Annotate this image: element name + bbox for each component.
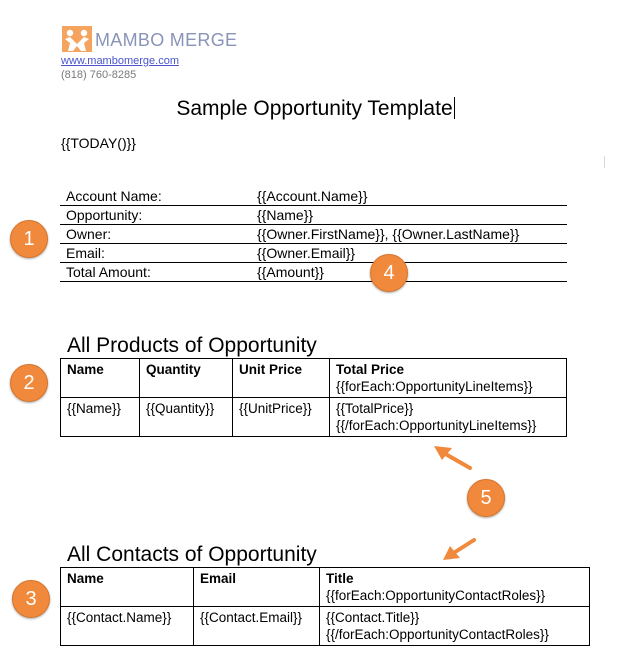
date-field: {{TODAY()}} <box>61 135 136 151</box>
table-cell: {{Contact.Title}} {{/forEach:OpportunityC… <box>319 606 590 646</box>
document-title-text: Sample Opportunity Template <box>176 97 453 120</box>
callout-badge-1: 1 <box>10 220 48 258</box>
column-header: Email <box>193 567 320 607</box>
column-header: Quantity <box>139 358 233 398</box>
table-cell: {{Quantity}} <box>139 397 233 437</box>
table-cell-value: {{Contact.Title}} <box>326 610 420 625</box>
info-value: {{Owner.Email}} <box>257 245 356 261</box>
brand-logo: MAMBO MERGE <box>62 26 242 56</box>
info-label: Owner: <box>66 226 112 242</box>
info-value: {{Amount}} <box>257 264 324 280</box>
table-cell: {{UnitPrice}} <box>232 397 330 437</box>
brand-name: MAMBO MERGE <box>95 30 238 50</box>
callout-badge-2: 2 <box>10 364 48 402</box>
column-header: Title {{forEach:OpportunityContactRoles}} <box>319 567 590 607</box>
column-header-label: Title <box>326 571 354 586</box>
callout-badge-4: 4 <box>370 254 408 292</box>
loop-end-tag: {{/forEach:OpportunityLineItems}} <box>336 418 537 433</box>
info-row: Owner: {{Owner.FirstName}}, {{Owner.Last… <box>60 225 567 244</box>
table-cell: {{Name}} <box>60 397 140 437</box>
contacts-heading: All Contacts of Opportunity <box>67 543 317 566</box>
table-cell: {{TotalPrice}} {{/forEach:OpportunityLine… <box>329 397 567 437</box>
loop-start-tag: {{forEach:OpportunityLineItems}} <box>336 379 533 394</box>
callout-badge-3: 3 <box>12 580 50 618</box>
info-value: {{Name}} <box>257 207 314 223</box>
arrow-icon <box>434 446 472 470</box>
phone-number: (818) 760-8285 <box>61 69 137 81</box>
products-heading: All Products of Opportunity <box>67 334 317 357</box>
column-header: Unit Price <box>232 358 330 398</box>
table-header-row: Name Quantity Unit Price Total Price {{fo… <box>60 358 567 398</box>
info-value: {{Account.Name}} <box>257 188 368 204</box>
table-row: {{Contact.Name}} {{Contact.Email}} {{Con… <box>60 606 590 646</box>
info-row: Total Amount: {{Amount}} <box>60 263 567 282</box>
document-title: Sample Opportunity Template <box>0 97 631 121</box>
arrow-icon <box>443 538 476 560</box>
contacts-table: Name Email Title {{forEach:OpportunityCon… <box>60 567 590 646</box>
table-header-row: Name Email Title {{forEach:OpportunityCon… <box>60 567 590 607</box>
column-header: Name <box>60 567 194 607</box>
column-header: Name <box>60 358 140 398</box>
products-table: Name Quantity Unit Price Total Price {{fo… <box>60 358 567 437</box>
loop-end-tag: {{/forEach:OpportunityContactRoles}} <box>326 627 549 642</box>
table-cell: {{Contact.Name}} <box>60 606 194 646</box>
table-cell-value: {{TotalPrice}} <box>336 401 414 416</box>
callout-badge-5: 5 <box>467 479 505 517</box>
info-row: Opportunity: {{Name}} <box>60 206 567 225</box>
text-cursor <box>453 97 455 119</box>
opportunity-info-table: Account Name: {{Account.Name}} Opportuni… <box>60 187 567 282</box>
info-label: Opportunity: <box>66 207 143 223</box>
info-row: Account Name: {{Account.Name}} <box>60 187 567 206</box>
info-value: {{Owner.FirstName}}, {{Owner.LastName}} <box>257 226 520 242</box>
people-logo-icon <box>62 26 92 52</box>
website-link[interactable]: www.mambomerge.com <box>61 55 179 67</box>
table-cell: {{Contact.Email}} <box>193 606 320 646</box>
info-label: Account Name: <box>66 188 162 204</box>
info-label: Email: <box>66 245 105 261</box>
column-header: Total Price {{forEach:OpportunityLineItem… <box>329 358 567 398</box>
info-row: Email: {{Owner.Email}} <box>60 244 567 263</box>
loop-start-tag: {{forEach:OpportunityContactRoles}} <box>326 588 546 603</box>
info-label: Total Amount: <box>66 264 151 280</box>
margin-marker <box>604 156 605 168</box>
column-header-label: Total Price <box>336 362 405 377</box>
table-row: {{Name}} {{Quantity}} {{UnitPrice}} {{To… <box>60 397 567 437</box>
